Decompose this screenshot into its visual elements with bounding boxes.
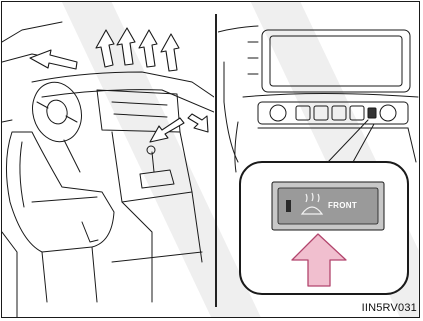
figure-code: IIN5RV031 bbox=[362, 302, 417, 314]
panel-divider bbox=[215, 14, 217, 307]
cabin-illustration bbox=[2, 2, 214, 317]
airflow-arrow-icon bbox=[150, 114, 208, 142]
illustration-frame: FRONT IIN5RV031 bbox=[1, 1, 420, 318]
airflow-arrow-icon bbox=[96, 28, 179, 71]
switch-label: FRONT bbox=[328, 201, 357, 210]
indicator-lamp-icon bbox=[286, 200, 291, 212]
center-stack-panel: FRONT bbox=[218, 2, 420, 317]
center-stack-illustration bbox=[218, 2, 420, 317]
cabin-view-panel bbox=[2, 2, 214, 317]
airflow-arrow-icon bbox=[30, 50, 77, 69]
